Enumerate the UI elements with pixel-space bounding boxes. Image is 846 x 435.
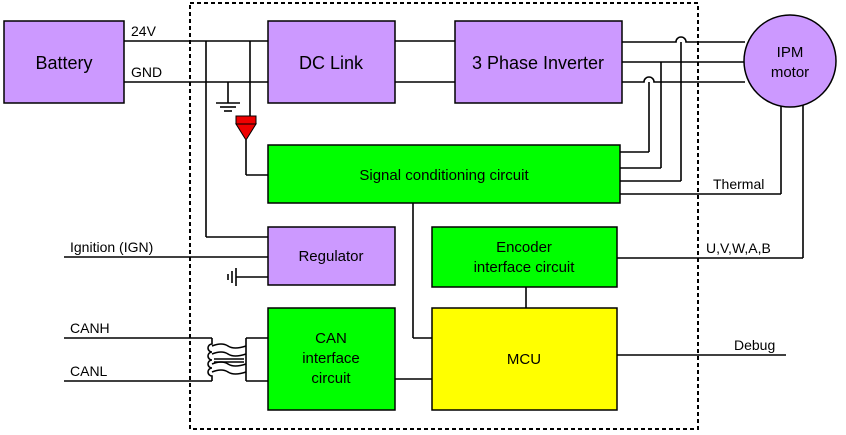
regulator-label: Regulator <box>298 248 363 265</box>
can-label-line3: circuit <box>311 370 351 387</box>
transformer-icon <box>207 338 247 381</box>
label-ignition: Ignition (IGN) <box>70 239 153 255</box>
label-canl: CANL <box>70 363 108 379</box>
wire-phase-3 <box>622 76 745 83</box>
label-thermal: Thermal <box>713 176 764 192</box>
can-label-line2: interface <box>302 350 360 367</box>
can-interface-block[interactable]: CAN interface circuit <box>267 307 396 411</box>
label-canh: CANH <box>70 320 110 336</box>
current-sensor-icon <box>235 115 257 141</box>
dc-link-label: DC Link <box>299 53 364 73</box>
signal-conditioning-label: Signal conditioning circuit <box>359 167 529 184</box>
wiring <box>64 36 804 382</box>
label-gnd: GND <box>131 64 162 80</box>
ground-icon <box>227 268 237 286</box>
signal-conditioning-block[interactable]: Signal conditioning circuit <box>267 144 621 204</box>
encoder-label-line2: interface circuit <box>474 259 576 276</box>
motor-label-line1: IPM <box>777 44 804 61</box>
regulator-block[interactable]: Regulator <box>267 226 396 286</box>
mcu-block[interactable]: MCU <box>431 307 618 411</box>
battery-block[interactable]: Battery <box>3 20 125 104</box>
wire-phase-1 <box>622 36 745 43</box>
battery-label: Battery <box>35 53 92 73</box>
dc-link-block[interactable]: DC Link <box>267 20 396 104</box>
motor-label-line2: motor <box>771 64 809 81</box>
label-uvwab: U,V,W,A,B <box>706 240 771 256</box>
mcu-label: MCU <box>507 351 541 368</box>
board-boundary <box>189 2 699 430</box>
encoder-label-line1: Encoder <box>496 239 552 256</box>
label-24v: 24V <box>131 23 157 39</box>
encoder-interface-block[interactable]: Encoder interface circuit <box>431 226 618 288</box>
inverter-block[interactable]: 3 Phase Inverter <box>454 20 623 104</box>
inverter-label: 3 Phase Inverter <box>472 53 604 73</box>
motor-block[interactable]: IPM motor <box>743 14 837 108</box>
can-label-line1: CAN <box>315 330 347 347</box>
label-debug: Debug <box>734 337 775 353</box>
ground-icon <box>216 102 240 112</box>
